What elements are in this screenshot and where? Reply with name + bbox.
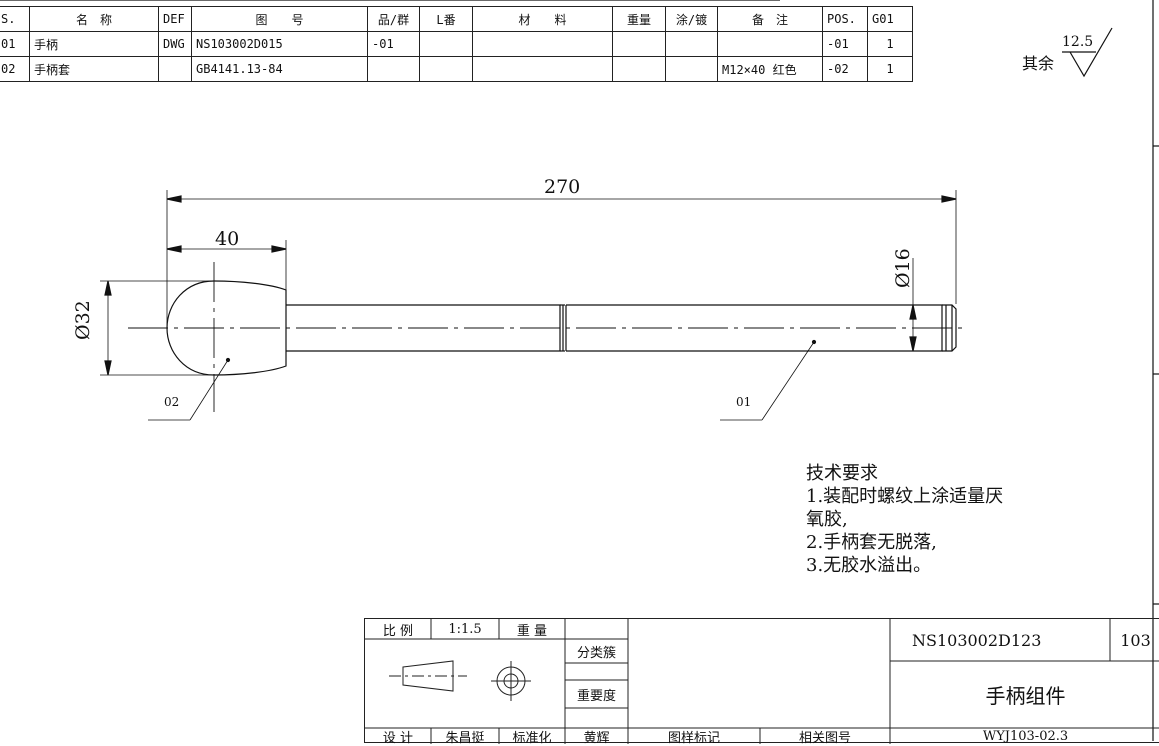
related-number: WYJ103-02.3: [982, 728, 1069, 744]
technical-requirements: 技术要求 1.装配时螺纹上涂适量厌 氧胶, 2.手柄套无脱落, 3.无胶水溢出。: [806, 462, 1003, 577]
drawing-number: NS103002D123: [912, 630, 1042, 650]
bom-header-s: S.: [0, 6, 30, 32]
bom-cell-group: [367, 56, 420, 82]
scale-label: 比 例: [382, 623, 414, 639]
bom-cell-drawing: NS103002D015: [191, 31, 368, 57]
bom-cell-s: 02: [0, 56, 30, 82]
bom-cell-coating: [665, 56, 718, 82]
notes-title: 技术要求: [806, 463, 878, 484]
bom-row: 02 手柄套 GB4141.13-84 M12×40 红色 -02 1: [0, 56, 913, 82]
notes-line: 3.无胶水溢出。: [806, 555, 932, 576]
mark-label: 图样标记: [667, 730, 720, 746]
dim-text-d32: Ø32: [72, 300, 94, 340]
bom-cell-material: [472, 56, 613, 82]
designer-name: 朱昌挺: [445, 730, 485, 746]
bom-header-drawing: 图 号: [191, 6, 368, 32]
bom-header-material: 材 料: [472, 6, 613, 32]
standardization-label: 标准化: [512, 730, 552, 746]
dim-text-40: 40: [215, 228, 240, 250]
bom-table: S. 名 称 DEF 图 号 品/群 L番 材 料 重量 涂/镀 备 注 POS…: [0, 6, 913, 82]
bom-cell-qty: 1: [867, 31, 913, 57]
balloon-01: 01: [736, 395, 752, 409]
shaft-outline: [286, 304, 561, 352]
weight-label: 重 量: [516, 623, 548, 639]
title-block-grid: [365, 619, 1159, 744]
roughness-label: 其余: [1022, 54, 1055, 73]
projection-symbol: [389, 660, 531, 701]
bom-cell-pos: -02: [822, 56, 868, 82]
roughness-value: 12.5: [1062, 34, 1094, 50]
title-block: 比 例 1:1.5 重 量 分类簇 重要度 NS103002D123 103 手…: [364, 618, 1159, 746]
bom-cell-l: [419, 56, 473, 82]
bom-cell-qty: 1: [867, 56, 913, 82]
roughness-symbol: [1062, 27, 1113, 78]
bom-cell-name: 手柄套: [29, 56, 159, 82]
notes-line: 1.装配时螺纹上涂适量厌: [806, 486, 1004, 507]
bom-header-coating: 涂/镀: [665, 6, 718, 32]
sheet-number: 103: [1120, 630, 1151, 650]
notes-line: 2.手柄套无脱落,: [806, 532, 937, 553]
bom-header-qty: G01: [867, 6, 913, 32]
balloon-02: 02: [164, 395, 180, 409]
dim-text-d16: Ø16: [892, 248, 914, 288]
class-label: 分类簇: [576, 645, 616, 661]
design-label: 设 计: [382, 730, 414, 746]
related-label: 相关图号: [798, 730, 851, 746]
part-name: 手柄组件: [985, 684, 1066, 708]
bom-header-weight: 重量: [612, 6, 666, 32]
bom-header-note: 备 注: [717, 6, 823, 32]
importance-label: 重要度: [576, 688, 616, 704]
scale-value: 1:1.5: [448, 621, 482, 637]
approver-name: 黄辉: [583, 730, 610, 746]
dim-text-270: 270: [544, 176, 581, 198]
notes-line: 氧胶,: [806, 509, 848, 530]
bom-cell-drawing: GB4141.13-84: [191, 56, 368, 82]
